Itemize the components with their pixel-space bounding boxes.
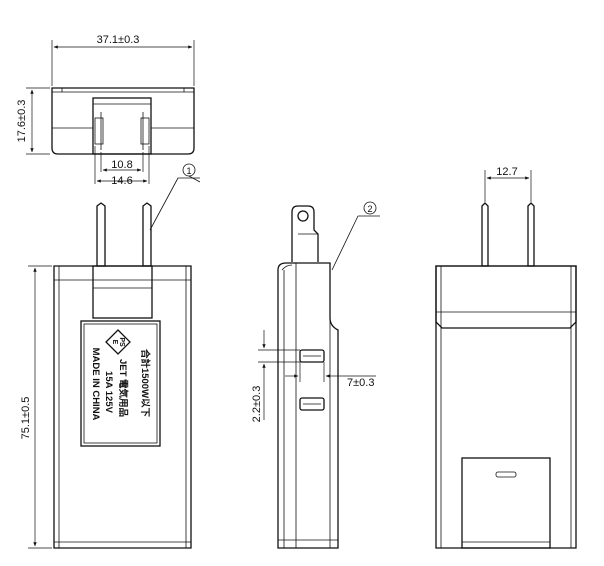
callout-2-circle — [363, 201, 377, 215]
rear-body — [435, 265, 577, 549]
dim-top-outer-width: 14.6 — [111, 175, 132, 187]
label-line-1: 合計1500W以下 — [139, 349, 151, 418]
dim-pin-spacing: 12.7 — [496, 166, 517, 178]
top-view-pin-left — [94, 117, 104, 145]
side-pin — [291, 205, 319, 262]
rear-top-cap — [435, 265, 577, 329]
top-view-plug-housing — [92, 97, 152, 155]
front-plug-housing — [92, 265, 153, 319]
dim-top-inner-width: 10.8 — [111, 159, 132, 171]
dim-side-depth: 7±0.3 — [347, 377, 374, 389]
label-line-3: 15A 125V — [103, 371, 114, 414]
label-line-2: JET 電気用品 — [117, 359, 129, 417]
rear-pin-right — [527, 202, 535, 267]
front-view: PS E 合計1500W以下 JET 電気用品 15A 125V MADE IN… — [20, 163, 201, 549]
pse-mark-text-bottom: E — [111, 340, 118, 345]
top-view-body — [51, 87, 195, 155]
rear-view: 12.7 — [435, 166, 577, 549]
side-pin-hole — [297, 210, 309, 222]
pse-mark-text-top: PS — [118, 337, 125, 347]
side-view: 2.2±0.3 7±0.3 2 — [251, 201, 380, 549]
front-pin-right — [142, 202, 152, 267]
dim-overall-height: 75.1±0.5 — [20, 397, 32, 440]
side-body — [277, 262, 339, 549]
label-line-4: MADE IN CHINA — [90, 348, 101, 421]
side-slot-lower — [299, 397, 325, 411]
rear-cover-slot — [495, 471, 517, 478]
side-slot-upper — [299, 349, 325, 363]
pse-mark-icon: PS E — [105, 329, 131, 355]
callout-2: 2 — [367, 204, 372, 214]
top-view-pin-right — [140, 117, 150, 145]
rear-bottom-cover — [461, 457, 551, 549]
callout-1: 1 — [186, 166, 191, 176]
label-plate — [80, 320, 161, 447]
dim-pin-thickness: 2.2±0.3 — [251, 386, 263, 423]
top-view: 37.1±0.3 17.6±0.3 10.8 14.6 — [16, 34, 195, 187]
rear-pin-left — [481, 202, 489, 267]
dim-top-width: 37.1±0.3 — [97, 34, 140, 46]
dim-top-height: 17.6±0.3 — [16, 100, 28, 143]
front-pin-left — [96, 202, 106, 267]
